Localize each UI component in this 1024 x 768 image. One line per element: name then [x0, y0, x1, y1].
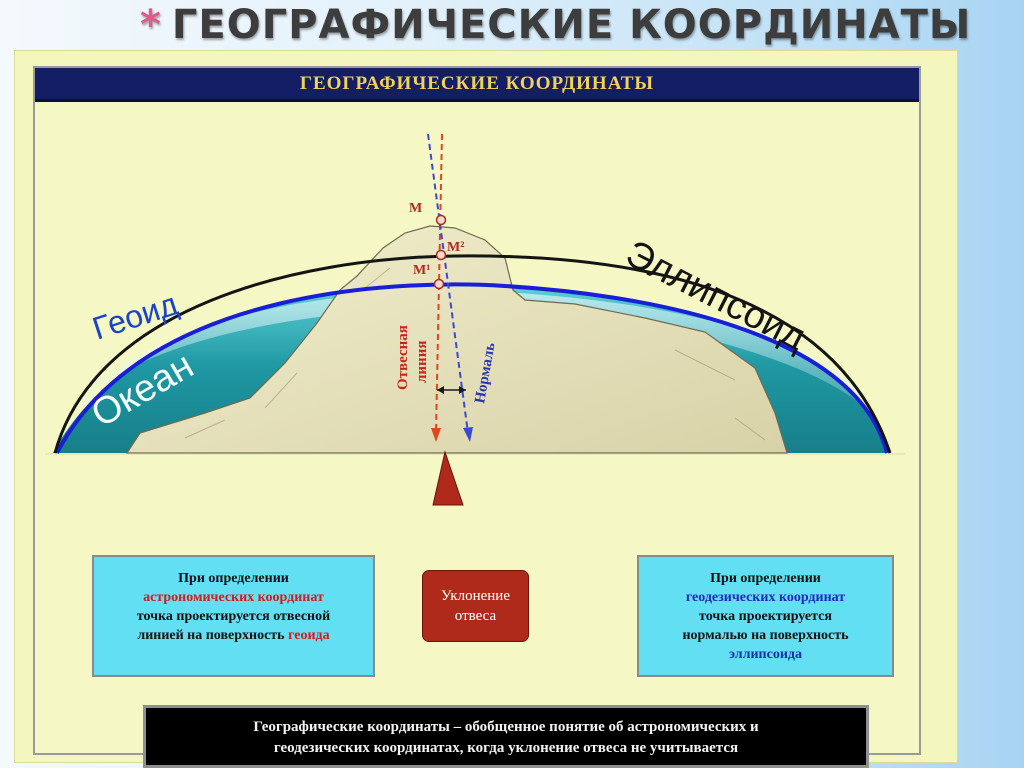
geod-line-4: нормалью на поверхность	[682, 628, 849, 643]
deviation-bracket-left	[437, 386, 444, 394]
astro-line-4-prefix: линией на поверхность	[137, 628, 289, 643]
plumb-deviation-box: Уклонение отвеса	[422, 570, 529, 642]
point-m-marker	[435, 214, 447, 226]
title-bullet: *	[140, 2, 162, 48]
deviation-line-1: Уклонение	[441, 588, 510, 604]
content-panel: ГЕОГРАФИЧЕСКИЕ КООРДИНАТЫ	[14, 50, 958, 768]
diagram-frame: ГЕОГРАФИЧЕСКИЕ КООРДИНАТЫ	[33, 66, 921, 768]
deviation-line-2: отвеса	[454, 608, 497, 624]
definition-line-2: геодезических координатах, когда уклонен…	[273, 740, 739, 756]
geodetic-coordinates-box: При определении геодезических координат …	[637, 555, 894, 677]
point-m2-label: M²	[447, 240, 464, 255]
point-m1-marker	[433, 278, 445, 290]
astro-line-4-geoid: геоида	[288, 628, 330, 643]
slide-title: *ГЕОГРАФИЧЕСКИЕ КООРДИНАТЫ	[140, 2, 970, 52]
point-m-label: M	[409, 201, 422, 216]
deviation-bracket-right	[459, 386, 466, 394]
astro-line-1: При определении	[178, 571, 289, 586]
geod-line-5: эллипсоида	[728, 647, 802, 662]
ellipsoid-curve	[53, 254, 892, 454]
plumb-line-arrow	[431, 428, 441, 442]
plumb-line-label-2: линия	[414, 341, 430, 383]
normal-line	[427, 133, 469, 434]
astro-line-4: линией на поверхность геоида	[94, 626, 373, 645]
geoid-ellipsoid-diagram: M M² M¹ Отвесная линия Нормаль Геоид Оке…	[45, 133, 905, 506]
ocean-highlight	[65, 290, 875, 418]
geod-line-1: При определении	[710, 571, 821, 586]
diagram-header: ГЕОГРАФИЧЕСКИЕ КООРДИНАТЫ	[35, 68, 919, 102]
land-mountain	[125, 225, 788, 454]
normal-arrow	[463, 427, 473, 442]
point-m2-marker	[435, 249, 447, 261]
astronomical-coordinates-box: При определении астрономических координа…	[92, 555, 375, 677]
point-m1-label: M¹	[413, 263, 430, 278]
deviation-pointer	[432, 450, 464, 506]
slide-title-text: ГЕОГРАФИЧЕСКИЕ КООРДИНАТЫ	[171, 2, 972, 48]
geoid-label: Геоид	[88, 285, 182, 346]
geoid-curve	[55, 282, 889, 454]
plumb-line-label-1: Отвесная	[395, 325, 411, 390]
definition-line-1: Географические координаты – обобщенное п…	[253, 719, 759, 735]
astro-line-3: точка проектируется отвесной	[136, 609, 331, 624]
diagram-header-title: ГЕОГРАФИЧЕСКИЕ КООРДИНАТЫ	[299, 72, 655, 94]
astro-line-2: астрономических координат	[143, 590, 324, 605]
geod-line-3: точка проектируется	[699, 609, 832, 624]
geod-line-2: геодезических координат	[685, 590, 846, 605]
land-texture	[184, 267, 766, 441]
definition-box: Географические координаты – обобщенное п…	[143, 705, 869, 768]
